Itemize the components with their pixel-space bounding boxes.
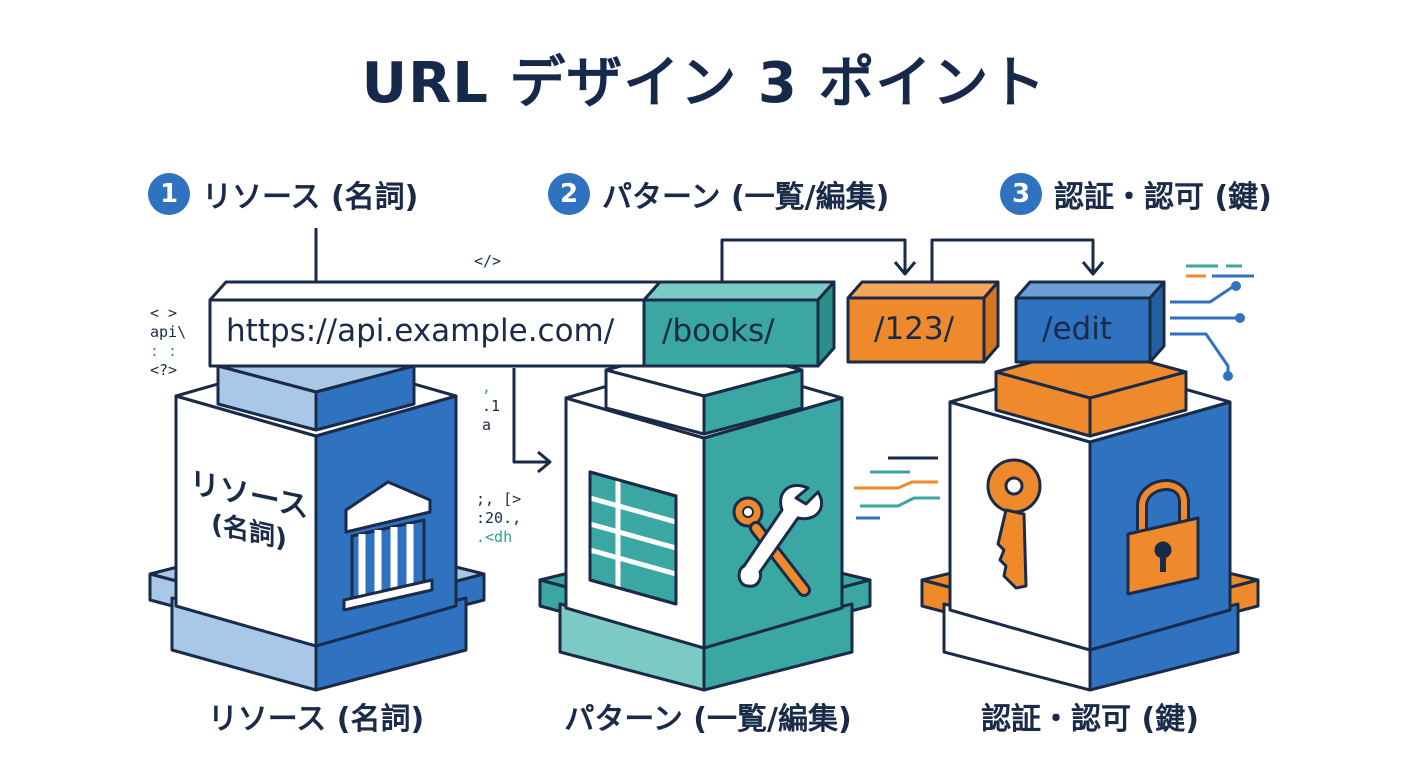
point-3-heading: 3 認証・認可 (鍵) <box>1000 172 1272 216</box>
point-1-heading-text: リソース (名詞) <box>202 180 419 215</box>
url-base-text: https://api.example.com/ <box>226 313 615 349</box>
url-segment-action-block <box>1014 280 1166 364</box>
url-segment-id-text: /123/ <box>874 311 955 347</box>
point-2-heading: 2 パターン (一覧/編集) <box>548 172 889 216</box>
url-segment-action-text: /edit <box>1042 311 1112 347</box>
speed-lines-decoration <box>854 456 940 520</box>
connector-arrow-3 <box>512 368 548 464</box>
circuit-lines-decoration <box>1170 264 1254 381</box>
point-1-heading: 1 リソース (名詞) <box>148 172 418 216</box>
key-icon <box>986 458 1042 590</box>
cube-auth <box>920 344 1260 692</box>
table-grid-icon <box>588 470 678 606</box>
connector-arrow-2 <box>930 238 1095 282</box>
number-badge-2: 2 <box>548 173 590 215</box>
page-title: URL デザイン 3 ポイント <box>361 51 1047 116</box>
code-tag-top: </> <box>474 252 502 270</box>
code-snippet-left: < >api\: :<?> <box>150 304 187 379</box>
connector-arrow-1 <box>720 238 907 282</box>
wrench-gear-icon <box>732 484 824 597</box>
url-segment-id-block <box>846 280 1000 364</box>
number-badge-1: 1 <box>148 173 190 215</box>
point-3-heading-text: 認証・認可 (鍵) <box>1054 180 1272 215</box>
url-segment-resource-text: /books/ <box>662 313 775 349</box>
point-2-caption: パターン (一覧/編集) <box>564 702 852 737</box>
point-2-heading-text: パターン (一覧/編集) <box>602 180 890 215</box>
bank-building-icon <box>342 480 434 612</box>
padlock-icon <box>1126 479 1200 596</box>
point-1-caption: リソース (名詞) <box>207 702 425 737</box>
code-snippet-mid2: ;, [>:20.,.<dh <box>476 490 522 546</box>
point-3-caption: 認証・認可 (鍵) <box>981 702 1199 737</box>
url-bar <box>208 280 836 368</box>
number-badge-3: 3 <box>1000 173 1042 215</box>
